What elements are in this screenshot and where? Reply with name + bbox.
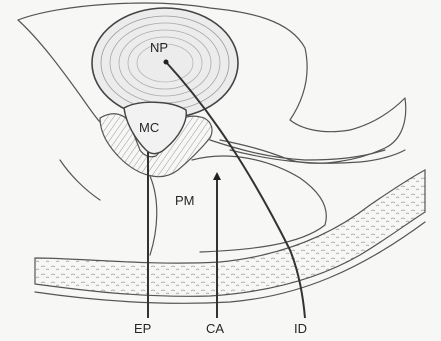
id-pointer-dot — [164, 60, 169, 65]
label-ep: EP — [134, 321, 151, 336]
label-ca: CA — [206, 321, 224, 336]
label-pm: PM — [175, 193, 195, 208]
label-np: NP — [150, 40, 168, 55]
label-mc: MC — [139, 120, 159, 135]
label-id: ID — [294, 321, 307, 336]
